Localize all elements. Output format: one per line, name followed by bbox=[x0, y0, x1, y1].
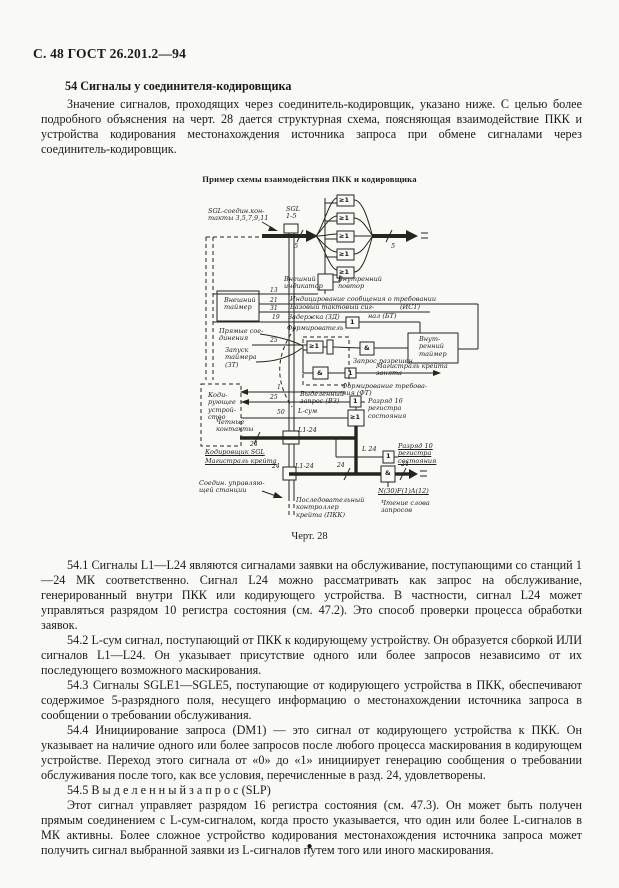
pin-24-bus: 24 bbox=[272, 463, 280, 470]
label-sgl-contacts: SGL-соедин.кон- такты 3,5,7,9,11 bbox=[208, 207, 269, 223]
label-l24: L 24 bbox=[362, 445, 377, 453]
and-gate-label: & bbox=[364, 344, 370, 352]
label-station-connector: Соедин. управляю- щей станции bbox=[199, 479, 265, 495]
delay-box-label: 1 bbox=[386, 452, 391, 460]
label-ist-abbr: (ИСТ) bbox=[400, 303, 421, 311]
or-gate-label: ≥1 bbox=[339, 250, 349, 258]
delay-box-label: 1 bbox=[353, 397, 358, 405]
label-zd: Задержка (ЗД) bbox=[288, 313, 340, 321]
or-gate-label: ≥1 bbox=[339, 196, 349, 204]
label-timer-start: Запуск таймера (ЗТ) bbox=[225, 346, 257, 369]
or-gate-label: ≥1 bbox=[339, 268, 349, 276]
label-external-timer: Внешний таймер bbox=[224, 296, 256, 312]
label-width-5-in: 5 bbox=[294, 242, 299, 250]
pin-25a: 25 bbox=[270, 337, 278, 344]
label-internal-repeat: Внутренний повтор bbox=[338, 275, 382, 291]
delay-box-label: 1 bbox=[350, 318, 355, 326]
label-encoder-sgl: Кодировщик SGL bbox=[205, 448, 265, 456]
intro-paragraph: Значение сигналов, проходящих через соед… bbox=[41, 97, 582, 156]
paragraph-54-4: 54.4 Инициирование запроса (DM1) — это с… bbox=[41, 723, 582, 782]
pin-19: 19 bbox=[272, 314, 280, 321]
label-bit10: Разряд 10 регистра состояния bbox=[398, 442, 437, 465]
and-gate-label: & bbox=[317, 369, 323, 377]
pin-21: 21 bbox=[270, 297, 278, 304]
pin-1: 1 bbox=[277, 384, 281, 391]
label-crate-highway: Магистраль крейта bbox=[205, 457, 277, 465]
or-gate-label: ≥1 bbox=[309, 342, 319, 350]
label-read-request-word: Чтение слова запросов bbox=[381, 499, 430, 515]
width-24-top: 24 bbox=[250, 441, 258, 448]
label-direct-connections: Прямые сое- динения bbox=[219, 327, 264, 343]
label-bt: Базовый тактовый сиг- bbox=[290, 303, 375, 311]
pin-25b: 25 bbox=[270, 394, 278, 401]
label-naf-command: N(30)F(1)A(12) bbox=[378, 487, 429, 495]
label-l1-24-top: L1-24 bbox=[298, 426, 317, 434]
width-24-mid: 24 bbox=[337, 462, 345, 469]
label-even-contacts: Четные контакты bbox=[216, 418, 254, 434]
body-text-block: 54.1 Сигналы L1—L24 являются сигналами з… bbox=[41, 558, 582, 858]
label-ist: Индицирование сообщения о требовании bbox=[290, 295, 437, 303]
width-24-out: 24 bbox=[401, 461, 409, 468]
label-sgl-1-5: SGL 1-5 bbox=[286, 205, 300, 221]
pin-31: 31 bbox=[270, 305, 278, 312]
intro-block: Значение сигналов, проходящих через соед… bbox=[41, 97, 582, 157]
label-internal-timer: Внут- ренний таймер bbox=[419, 335, 447, 358]
label-shaper: Формирователь bbox=[287, 324, 344, 332]
figure-caption: Черт. 28 bbox=[291, 531, 328, 542]
label-external-indicator: Внешний индикатор bbox=[284, 275, 323, 291]
paragraph-54-5-body: Этот сигнал управляет разрядом 16 регист… bbox=[41, 798, 582, 857]
label-width-5-out: 5 bbox=[391, 242, 396, 250]
label-coding-device: Коди- рующее устрой- ство bbox=[208, 391, 237, 421]
label-ft: Формирование требова- ния (ФТ) bbox=[342, 382, 428, 398]
delay-box-label: 1 bbox=[348, 369, 353, 377]
label-pkk: Последовательный контроллер крейта (ПКК) bbox=[296, 496, 365, 519]
pin-50: 50 bbox=[277, 409, 285, 416]
page-footer-mark: ● bbox=[306, 841, 313, 852]
label-crate-busy: Магистраль крейта занята bbox=[376, 362, 448, 378]
figure-title: Пример схемы взаимодействия ПКК и кодиро… bbox=[202, 174, 417, 184]
or-gate-label: ≥1 bbox=[339, 232, 349, 240]
label-l1-24-bottom: L1-24 bbox=[295, 462, 314, 470]
page-header: С. 48 ГОСТ 26.201.2—94 bbox=[33, 46, 187, 61]
label-l-sum: L-сум bbox=[298, 407, 318, 415]
section-heading: 54 Сигналы у соединителя-кодировщика bbox=[65, 79, 292, 93]
label-dedicated-request: Выделенный запрос (ВЗ) bbox=[300, 390, 345, 406]
label-request-allowed: Запрос разрешен bbox=[353, 357, 413, 365]
label-bit16: Разряд 16 регистра состояния bbox=[368, 397, 407, 420]
and-gate-label: & bbox=[385, 469, 391, 477]
or-gate-label: ≥1 bbox=[339, 214, 349, 222]
paragraph-54-2: 54.2 L-сум сигнал, поступающий от ПКК к … bbox=[41, 633, 582, 677]
pin-13: 13 bbox=[270, 287, 278, 294]
paragraph-54-3: 54.3 Сигналы SGLE1—SGLE5, поступающие от… bbox=[41, 678, 582, 722]
paragraph-54-5-heading: 54.5 В ы д е л е н н ы й з а п р о с (SL… bbox=[67, 783, 271, 797]
or-gate-label: ≥1 bbox=[350, 413, 360, 421]
label-bt2: нал (БТ) bbox=[368, 312, 397, 320]
paragraph-54-1: 54.1 Сигналы L1—L24 являются сигналами з… bbox=[41, 558, 582, 632]
